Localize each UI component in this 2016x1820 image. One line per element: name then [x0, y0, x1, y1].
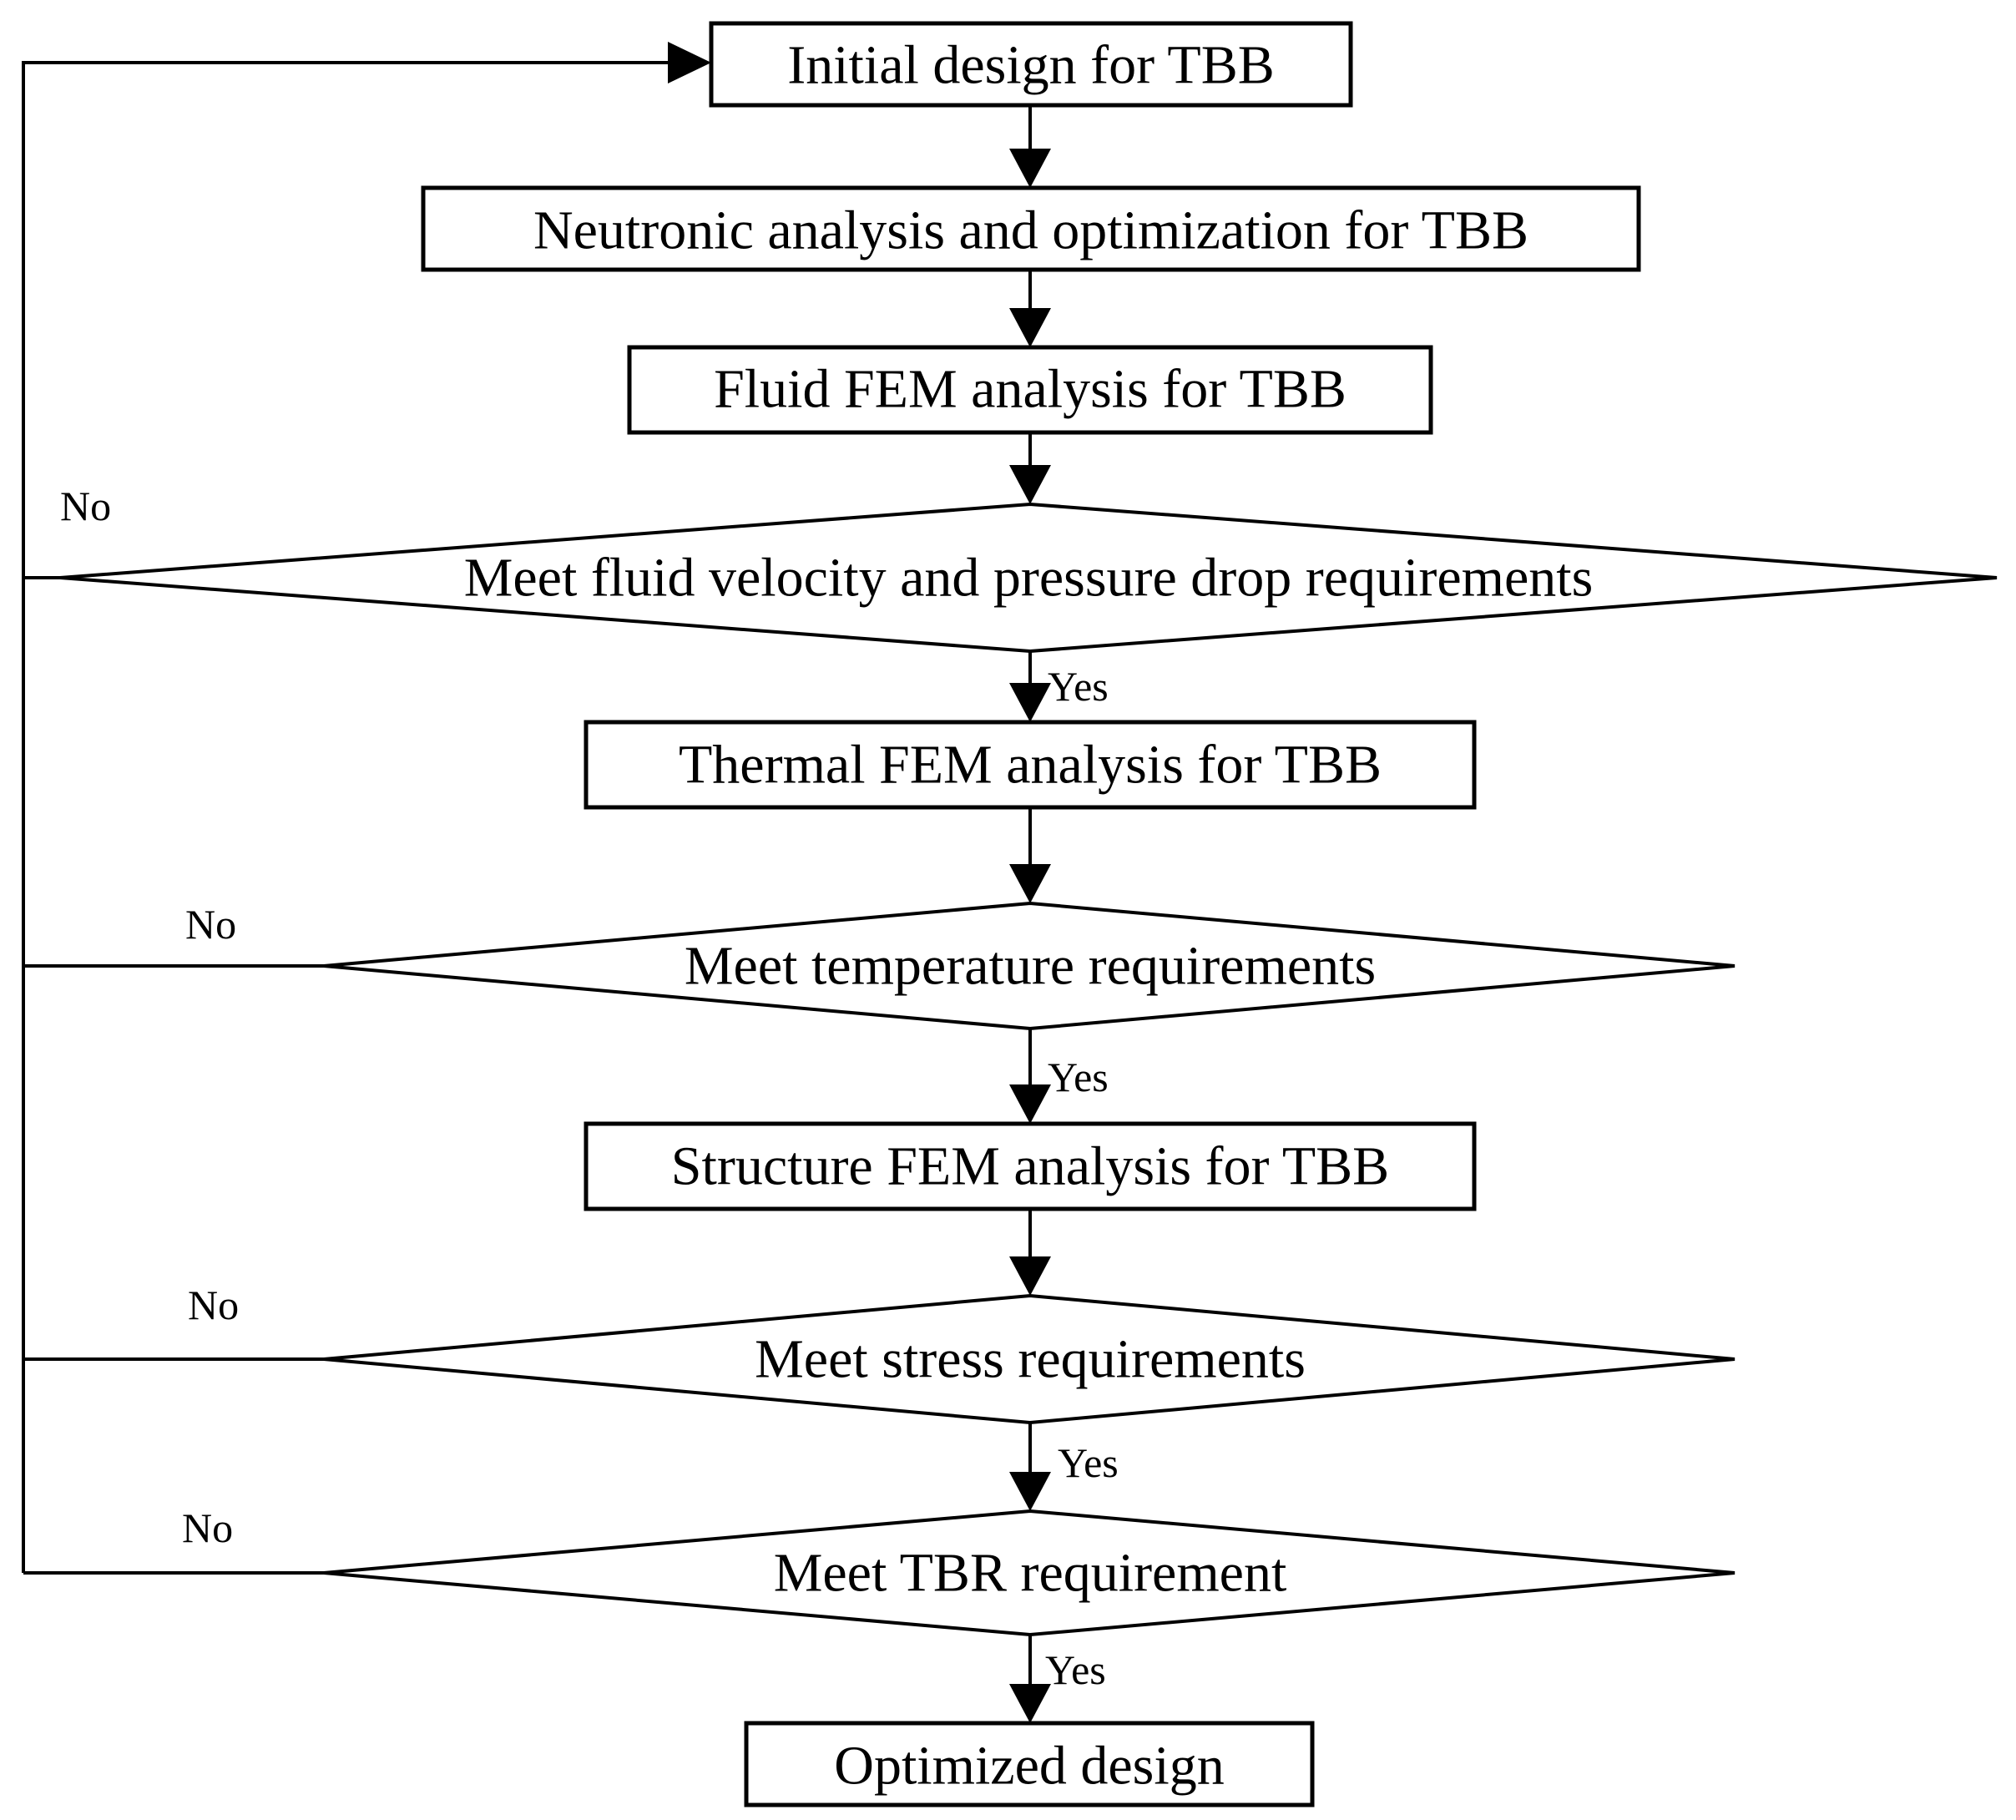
- arrowhead: [1009, 1084, 1051, 1124]
- connector-tbr-decision-yes: [1009, 1635, 1051, 1723]
- arrowhead: [1009, 1256, 1051, 1296]
- no-label-stress: No: [188, 1282, 239, 1328]
- no-label-fluid: No: [60, 483, 111, 529]
- arrowhead: [1009, 1472, 1051, 1511]
- arrowhead: [1009, 1684, 1051, 1723]
- no-label-temperature: No: [185, 901, 236, 948]
- decision-stress-label: Meet stress requirements: [755, 1329, 1306, 1390]
- step-optimized-design-label: Optimized design: [834, 1736, 1224, 1797]
- arrowhead: [1009, 683, 1051, 722]
- decision-fluid: Meet fluid velocity and pressure drop re…: [59, 502, 1998, 654]
- step-thermal-fem-label: Thermal FEM analysis for TBB: [679, 735, 1382, 796]
- connector-fluid-decision-yes: [1009, 651, 1051, 722]
- decision-stress: Meet stress requirements: [323, 1293, 1736, 1425]
- yes-label-tbr: Yes: [1045, 1646, 1106, 1693]
- step-initial-design: Initial design for TBB: [709, 21, 1353, 108]
- connector-temperature-decision-yes: [1009, 1029, 1051, 1124]
- arrowhead: [1009, 465, 1051, 504]
- connector-structure-to-decision: [1009, 1209, 1051, 1296]
- connector-initial-to-neutronic: [1009, 105, 1051, 188]
- connector-thermal-to-decision: [1009, 807, 1051, 903]
- decision-tbr-label: Meet TBR requirement: [774, 1543, 1287, 1604]
- step-initial-design-label: Initial design for TBB: [787, 35, 1275, 96]
- step-optimized-design: Optimized design: [744, 1721, 1315, 1807]
- connector-stress-decision-yes: [1009, 1423, 1051, 1511]
- step-thermal-fem: Thermal FEM analysis for TBB: [584, 720, 1477, 810]
- step-fluid-fem-label: Fluid FEM analysis for TBB: [714, 359, 1347, 420]
- step-neutronic-analysis-label: Neutronic analysis and optimization for …: [533, 200, 1528, 261]
- no-label-tbr: No: [182, 1504, 233, 1551]
- arrowhead: [1009, 149, 1051, 188]
- decision-temperature: Meet temperature requirements: [323, 901, 1736, 1031]
- arrowhead: [668, 42, 711, 83]
- feedback-loop: [22, 42, 711, 1575]
- step-structure-fem: Structure FEM analysis for TBB: [584, 1121, 1477, 1211]
- decision-tbr: Meet TBR requirement: [323, 1509, 1736, 1637]
- arrowhead: [1009, 864, 1051, 903]
- yes-label-fluid: Yes: [1048, 663, 1109, 710]
- connector-fluid-to-decision: [1009, 432, 1051, 504]
- connector-neutronic-to-fluid: [1009, 270, 1051, 347]
- step-fluid-fem: Fluid FEM analysis for TBB: [627, 345, 1433, 435]
- step-neutronic-analysis: Neutronic analysis and optimization for …: [421, 185, 1641, 272]
- arrowhead: [1009, 308, 1051, 347]
- decision-temperature-label: Meet temperature requirements: [685, 936, 1376, 997]
- decision-fluid-label: Meet fluid velocity and pressure drop re…: [464, 548, 1594, 609]
- step-structure-fem-label: Structure FEM analysis for TBB: [671, 1136, 1389, 1197]
- yes-label-stress: Yes: [1058, 1439, 1119, 1486]
- yes-label-temperature: Yes: [1048, 1054, 1109, 1100]
